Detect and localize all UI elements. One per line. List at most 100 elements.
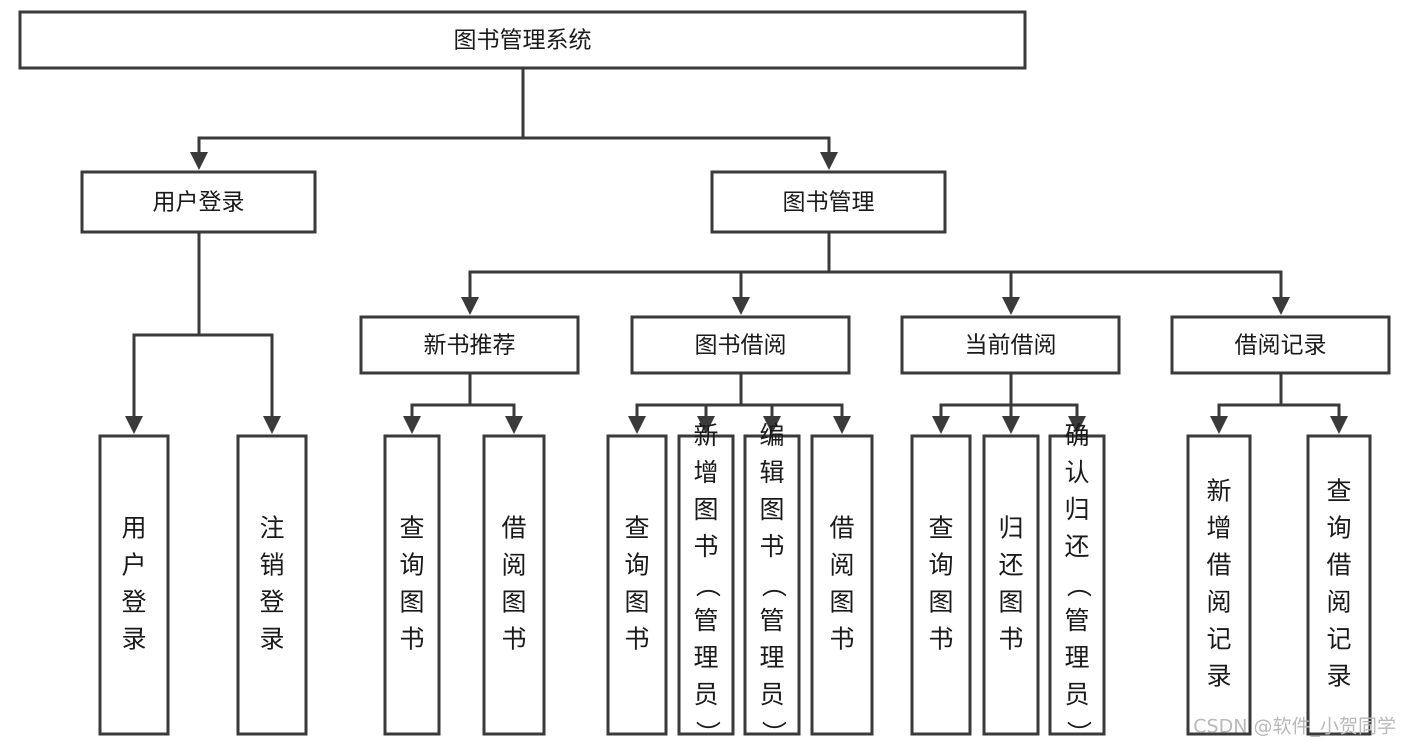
node-label-char: 书 [624,625,649,654]
node-box[interactable] [80,170,317,234]
node-label-char: 查 [624,514,649,543]
node-box[interactable] [18,10,1027,70]
node-label-char: ） [759,720,788,745]
connector-path [635,403,741,416]
node-label: 图书管理系统 [454,28,592,54]
node-label-char: 书 [998,625,1023,654]
node-box[interactable] [606,434,668,736]
node-label-char: 还 [1064,532,1089,561]
node-box[interactable] [710,170,947,234]
node-label-char: 新 [693,421,718,450]
node-label-char: 管 [693,606,718,635]
connector-path [1011,403,1079,416]
node-box[interactable] [98,434,170,736]
node-label-char: 询 [399,551,424,580]
node-box[interactable] [1170,315,1391,375]
node-box[interactable] [677,434,735,736]
arrow-head-icon [1002,297,1020,315]
node-label-char: 书 [829,625,854,654]
node-box[interactable] [1048,434,1106,736]
node-box[interactable] [359,315,580,375]
arrow-head-icon [833,416,851,434]
node-box[interactable] [743,434,801,736]
connectors-layer [125,68,1348,434]
node-box[interactable] [1306,434,1372,736]
node-box[interactable] [982,434,1040,736]
node-label-char: 理 [1064,643,1089,672]
node-label-char: 图 [624,588,649,617]
node-box[interactable] [383,434,441,736]
node-box[interactable] [482,434,546,736]
node-label-char: （ [1064,572,1093,597]
connector-path [741,403,774,416]
node-label-char: 销 [259,551,284,580]
node-label-char: 认 [1064,458,1089,487]
node-box[interactable] [810,434,874,736]
node-box[interactable] [910,434,972,736]
connector-root-to-book-manage [521,68,838,170]
connector-path [199,333,274,416]
node-label-char: 用 [121,514,146,543]
node-label: 新书推荐 [424,333,516,359]
connector-current-borrow-to-leaf-confirm-return [1009,373,1086,434]
node-root[interactable]: 图书管理系统 [18,10,1027,70]
arrow-head-icon [505,416,523,434]
node-box[interactable] [1186,434,1252,736]
node-box[interactable] [236,434,308,736]
connector-path [829,270,1013,297]
connector-root-to-user-login [190,68,525,170]
node-label-char: 图 [998,588,1023,617]
node-book-manage[interactable]: 图书管理 [710,170,947,234]
node-label-char: 录 [1206,662,1231,691]
node-label-char: 图 [829,588,854,617]
arrow-head-icon [461,297,479,315]
arrow-head-icon [263,416,281,434]
connector-path [410,403,470,416]
node-leaf-user-login[interactable]: 用户登录 [98,434,170,736]
watermark-label: CSDN @软件_小贺同学 [1193,716,1396,738]
node-label-char: 图 [928,588,953,617]
node-label: 用户登录 [153,190,245,216]
connector-path [741,403,844,416]
node-new-book-rec[interactable]: 新书推荐 [359,315,580,375]
node-label-char: 注 [259,514,284,543]
node-borrow-record[interactable]: 借阅记录 [1170,315,1391,375]
node-label-char: 借 [1206,551,1231,580]
node-label: 借阅记录 [1235,333,1327,359]
connector-path [739,270,829,297]
node-label-char: 书 [928,625,953,654]
node-label-char: ） [693,720,722,745]
node-label-char: （ [693,572,722,597]
node-current-borrow[interactable]: 当前借阅 [900,315,1121,375]
node-box[interactable] [630,315,851,375]
node-book-borrow[interactable]: 图书借阅 [630,315,851,375]
arrow-head-icon [763,416,781,434]
node-label-char: 阅 [501,551,526,580]
node-label-char: 查 [928,514,953,543]
node-label-char: 管 [759,606,784,635]
node-user-login[interactable]: 用户登录 [80,170,317,234]
node-label-char: 阅 [1206,588,1231,617]
node-label-char: 借 [501,514,526,543]
node-box[interactable] [900,315,1121,375]
arrow-head-icon [1330,416,1348,434]
arrow-head-icon [932,416,950,434]
connector-path [468,270,829,297]
